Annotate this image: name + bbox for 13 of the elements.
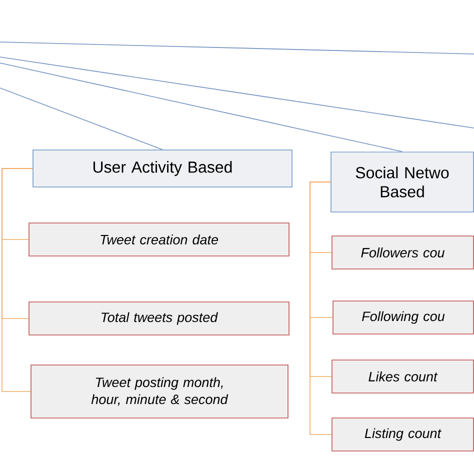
connector-line <box>2 168 33 392</box>
feature-box: Total tweets posted <box>28 302 290 336</box>
feature-box: Tweet creation date <box>28 222 290 256</box>
feature-box: Tweet posting month, hour, minute & second <box>30 364 288 418</box>
header-box: User Activity Based <box>32 150 292 188</box>
connector-line <box>310 182 332 435</box>
feature-box: Followers cou <box>332 236 474 270</box>
connector-line <box>0 88 163 150</box>
feature-box: Likes count <box>332 360 474 394</box>
feature-box: Listing count <box>332 418 474 452</box>
connector-line <box>0 62 403 152</box>
header-box: Social Netwo Based <box>330 152 474 212</box>
feature-box: Following cou <box>332 300 474 334</box>
